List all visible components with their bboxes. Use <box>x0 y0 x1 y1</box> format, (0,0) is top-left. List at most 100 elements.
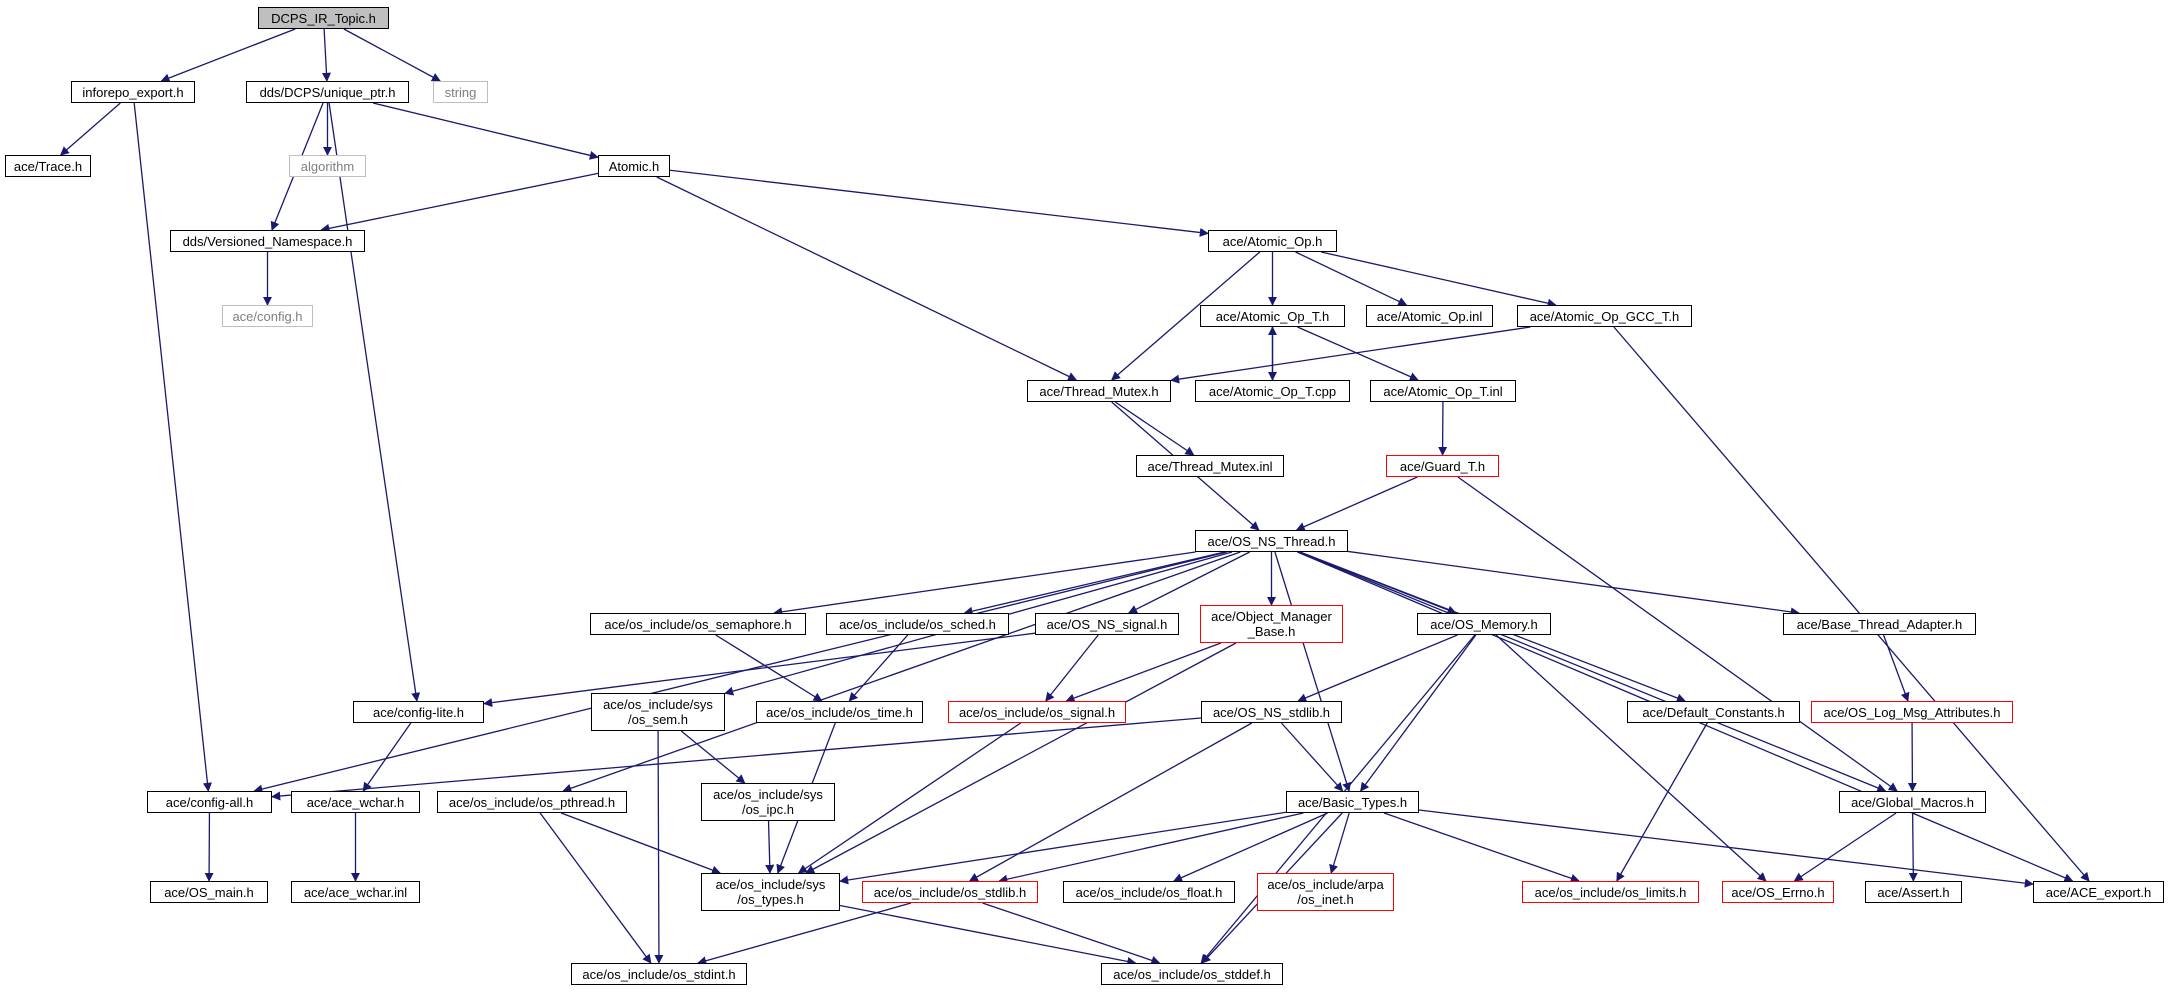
node-atomic-op-inl[interactable]: ace/Atomic_Op.inl <box>1366 305 1493 327</box>
node-atomic-op-t-cpp[interactable]: ace/Atomic_Op_T.cpp <box>1195 380 1350 402</box>
node-os-signal-h[interactable]: ace/os_include/os_signal.h <box>948 701 1126 723</box>
node-atomic-op-t-h[interactable]: ace/Atomic_Op_T.h <box>1200 305 1345 327</box>
node-atomic-h[interactable]: Atomic.h <box>598 155 670 177</box>
node-os-stddef-h[interactable]: ace/os_include/os_stddef.h <box>1101 963 1283 985</box>
edge-os_ns_thread-to-os_sched <box>963 551 1225 616</box>
node-ace-trace-h[interactable]: ace/Trace.h <box>5 155 91 177</box>
edge-sys_os_sem-to-sys_os_ipc <box>680 730 746 784</box>
edge-os_stdlib-to-os_stdint <box>697 902 912 966</box>
edge-atomic-to-thread_mutex <box>656 176 1078 381</box>
edge-global_macros-to-assert <box>1908 812 1918 882</box>
node-os-ns-signal-h[interactable]: ace/OS_NS_signal.h <box>1035 613 1179 635</box>
edge-basic_types-to-sys_os_types <box>839 811 1287 885</box>
edge-atomic_op_gcc-to-thread_mutex <box>1170 326 1531 384</box>
node-atomic-op-t-inl[interactable]: ace/Atomic_Op_T.inl <box>1370 380 1516 402</box>
node-config-lite-h[interactable]: ace/config-lite.h <box>353 701 484 723</box>
node-os-stdlib-h[interactable]: ace/os_include/os_stdlib.h <box>862 881 1038 903</box>
edge-unique_ptr-to-config_lite <box>328 102 421 702</box>
edge-atomic_op_t-to-atomic_op_t_inl <box>1297 326 1419 381</box>
node-os-main-h[interactable]: ace/OS_main.h <box>150 881 268 903</box>
edge-atomic_op-to-atomic_op_gcc <box>1321 251 1557 308</box>
edge-os_semaphore-to-os_time <box>715 634 823 702</box>
node-algorithm[interactable]: algorithm <box>289 155 366 177</box>
node-global-macros-h[interactable]: ace/Global_Macros.h <box>1839 791 1986 813</box>
node-os-memory-h[interactable]: ace/OS_Memory.h <box>1417 613 1551 635</box>
node-sys-os-types-h[interactable]: ace/os_include/sys /os_types.h <box>701 873 840 911</box>
node-os-float-h[interactable]: ace/os_include/os_float.h <box>1063 881 1235 903</box>
edge-os_ns_thread-to-basic_types <box>1274 551 1352 792</box>
edge-os_ns_thread-to-os_pthread <box>562 551 1241 793</box>
node-sys-os-ipc-h[interactable]: ace/os_include/sys /os_ipc.h <box>701 783 835 821</box>
edge-os_ns_thread-to-os_semaphore <box>773 551 1196 617</box>
node-thread-mutex-inl[interactable]: ace/Thread_Mutex.inl <box>1136 455 1284 477</box>
node-atomic-op-gcc-t-h[interactable]: ace/Atomic_Op_GCC_T.h <box>1517 305 1692 327</box>
edge-inforepo_export-to-config_all <box>133 102 212 792</box>
edge-basic_types-to-arpa_os_inet <box>1329 812 1350 874</box>
edge-atomic-to-versioned_ns <box>320 172 599 233</box>
node-os-sched-h[interactable]: ace/os_include/os_sched.h <box>826 613 1009 635</box>
node-default-constants-h[interactable]: ace/Default_Constants.h <box>1627 701 1800 723</box>
edge-os_memory-to-basic_types <box>1360 634 1477 792</box>
node-assert-h[interactable]: ace/Assert.h <box>1865 881 1962 903</box>
node-config-all-h[interactable]: ace/config-all.h <box>147 791 272 813</box>
edge-inforepo_export-to-trace <box>59 102 121 156</box>
node-os-ns-stdlib-h[interactable]: ace/OS_NS_stdlib.h <box>1201 701 1342 723</box>
edge-sys_os_ipc-to-sys_os_types <box>765 820 775 874</box>
node-os-errno-h[interactable]: ace/OS_Errno.h <box>1722 881 1834 903</box>
edge-basic_types-to-os_limits <box>1383 812 1580 883</box>
node-ace-export-h[interactable]: ace/ACE_export.h <box>2033 881 2164 903</box>
edge-os_memory-to-os_ns_stdlib <box>1297 634 1458 703</box>
node-string[interactable]: string <box>433 81 488 103</box>
node-thread-mutex-h[interactable]: ace/Thread_Mutex.h <box>1027 380 1171 402</box>
edge-os_pthread-to-sys_os_types <box>560 812 722 875</box>
edge-os_stdlib-to-os_stddef <box>982 902 1161 965</box>
node-object-manager-base-h[interactable]: ace/Object_Manager _Base.h <box>1200 605 1343 643</box>
node-base-thread-adapter-h[interactable]: ace/Base_Thread_Adapter.h <box>1783 613 1976 635</box>
edge-default_constants-to-os_limits <box>1616 722 1708 882</box>
node-unique-ptr-h[interactable]: dds/DCPS/unique_ptr.h <box>246 81 409 103</box>
edge-object_manager_base-to-sys_os_types <box>805 642 1237 874</box>
edge-basic_types-to-ace_export <box>1418 809 2034 888</box>
edge-global_macros-to-os_errno <box>1793 812 1897 882</box>
node-arpa-os-inet-h[interactable]: ace/os_include/arpa /os_inet.h <box>1257 873 1394 911</box>
node-os-stdint-h[interactable]: ace/os_include/os_stdint.h <box>571 963 747 985</box>
node-dcps-ir-topic-h[interactable]: DCPS_IR_Topic.h <box>258 7 389 29</box>
edge-sys_os_types-to-os_stddef <box>839 904 1137 966</box>
node-ace-config-h[interactable]: ace/config.h <box>222 305 313 327</box>
edge-os_ns_stdlib-to-basic_types <box>1280 722 1344 792</box>
edge-atomic_op-to-thread_mutex <box>1111 251 1261 381</box>
edge-base_thread_adapter-to-os_log_msg_attributes <box>1882 634 1910 702</box>
node-os-time-h[interactable]: ace/os_include/os_time.h <box>756 701 923 723</box>
edge-sys_os_sem-to-os_stdint <box>654 730 664 964</box>
edge-basic_types-to-os_float <box>1173 812 1328 882</box>
edge-os_ns_thread-to-config_all <box>253 551 1227 794</box>
node-ace-wchar-inl[interactable]: ace/ace_wchar.inl <box>291 881 420 903</box>
edge-os_pthread-to-os_stdint <box>539 812 652 964</box>
node-os-log-msg-attributes-h[interactable]: ace/OS_Log_Msg_Attributes.h <box>1811 701 2013 723</box>
node-os-limits-h[interactable]: ace/os_include/os_limits.h <box>1522 881 1699 903</box>
node-inforepo-export-h[interactable]: inforepo_export.h <box>71 81 195 103</box>
edge-atomic_op_gcc-to-ace_export <box>1613 326 2090 882</box>
edge-object_manager_base-to-os_signal <box>1065 642 1222 703</box>
edge-root-to-string <box>343 28 441 82</box>
node-atomic-op-h[interactable]: ace/Atomic_Op.h <box>1208 230 1337 252</box>
node-os-ns-thread-h[interactable]: ace/OS_NS_Thread.h <box>1195 530 1348 552</box>
edge-unique_ptr-to-atomic <box>372 102 599 160</box>
node-sys-os-sem-h[interactable]: ace/os_include/sys /os_sem.h <box>591 693 725 731</box>
edge-atomic-to-atomic_op <box>669 169 1209 237</box>
node-os-pthread-h[interactable]: ace/os_include/os_pthread.h <box>437 791 627 813</box>
edge-os_ns_stdlib-to-config_all <box>271 717 1202 801</box>
node-guard-t-h[interactable]: ace/Guard_T.h <box>1386 455 1499 477</box>
node-versioned-namespace-h[interactable]: dds/Versioned_Namespace.h <box>170 230 365 252</box>
edge-os_signal-to-sys_os_types <box>797 722 1022 874</box>
edge-os_ns_stdlib-to-os_stdlib <box>968 722 1253 882</box>
node-ace-wchar-h[interactable]: ace/ace_wchar.h <box>291 791 420 813</box>
node-basic-types-h[interactable]: ace/Basic_Types.h <box>1286 791 1419 813</box>
edge-thread_mutex-to-thread_mutex_inl <box>1114 401 1195 456</box>
edge-os_sched-to-os_time <box>848 634 909 702</box>
edge-guard_t-to-os_ns_thread <box>1295 476 1418 531</box>
node-os-semaphore-h[interactable]: ace/os_include/os_semaphore.h <box>590 613 806 635</box>
edge-os_ns_signal-to-config_lite <box>483 632 1036 708</box>
